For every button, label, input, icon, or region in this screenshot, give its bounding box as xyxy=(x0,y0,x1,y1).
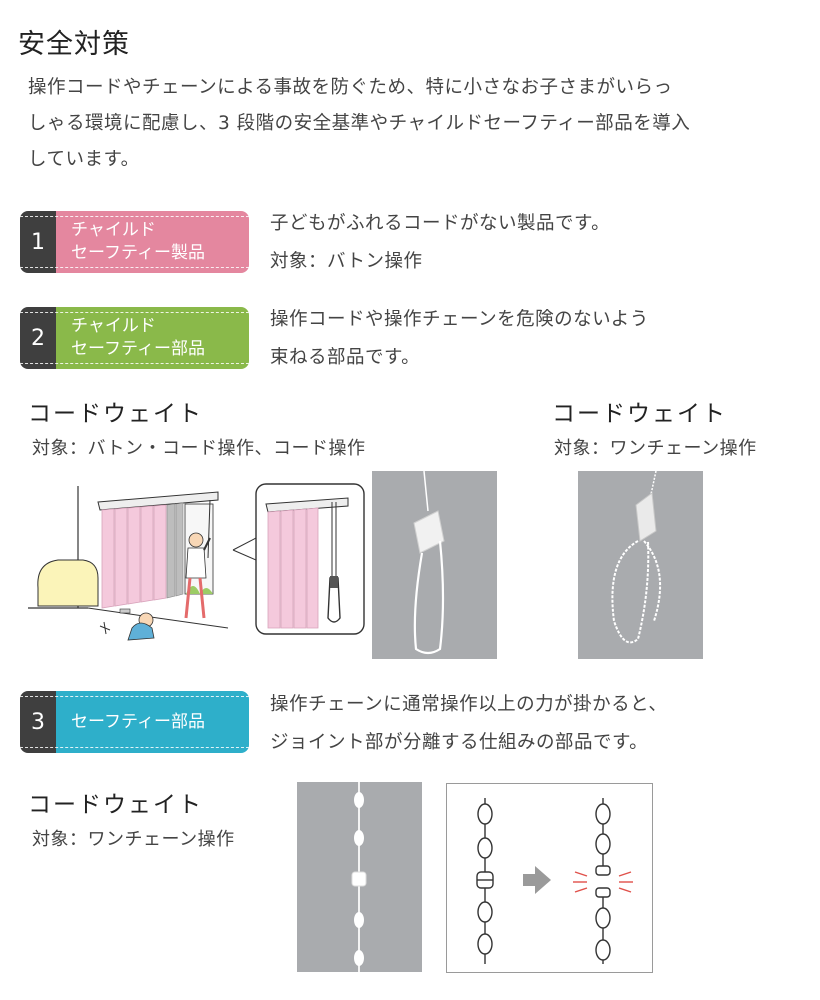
level-label-line: セーフティー部品 xyxy=(71,711,205,732)
level-label-line: セーフティー部品 xyxy=(71,339,205,359)
level-3-description: 操作チェーンに通常操作以上の力が掛かると、 ジョイント部が分離する仕組みの部品で… xyxy=(270,686,667,762)
level-label-line: チャイルド xyxy=(71,316,156,336)
level-number: 1 xyxy=(20,211,56,273)
level-number: 2 xyxy=(20,307,56,369)
level-label: チャイルド セーフティー部品 xyxy=(20,307,249,369)
cord-weight-title: コードウェイト xyxy=(28,792,203,818)
level-3-badge: 3 セーフティー部品 xyxy=(20,691,249,753)
description-line: 子どもがふれるコードがない製品です。 xyxy=(270,213,611,234)
bead-chain-photo xyxy=(297,782,422,972)
chain-weight-photo xyxy=(578,471,703,659)
cord-weight-title: コードウェイト xyxy=(552,401,727,427)
level-label: チャイルド セーフティー製品 xyxy=(20,211,249,273)
level-1-description: 子どもがふれるコードがない製品です。 対象：バトン操作 xyxy=(270,205,610,281)
chain-joint-diagram xyxy=(446,783,653,973)
cord-weight-target: 対象：ワンチェーン操作 xyxy=(32,829,235,850)
description-line: 束ねる部品です。 xyxy=(270,347,421,368)
cord-weight-photo xyxy=(372,471,497,659)
level-1-badge: 1 チャイルド セーフティー製品 xyxy=(20,211,249,273)
room-illustration xyxy=(28,483,365,641)
description-line: ジョイント部が分離する仕組みの部品です。 xyxy=(270,732,649,753)
intro-line: 操作コードやチェーンによる事故を防ぐため、特に小さなお子さまがいらっ xyxy=(28,77,673,98)
description-line: 操作チェーンに通常操作以上の力が掛かると、 xyxy=(270,694,668,715)
intro-line: しゃる環境に配慮し、3 段階の安全基準やチャイルドセーフティー部品を導入 xyxy=(28,113,691,134)
intro-text: 操作コードやチェーンによる事故を防ぐため、特に小さなお子さまがいらっ しゃる環境… xyxy=(28,70,798,178)
intro-line: しています。 xyxy=(28,149,140,170)
description-line: 操作コードや操作チェーンを危険のないよう xyxy=(270,309,649,330)
cord-weight-title: コードウェイト xyxy=(28,401,203,427)
level-number: 3 xyxy=(20,691,56,753)
arrow-right-icon xyxy=(523,866,551,894)
page-title: 安全対策 xyxy=(18,29,130,60)
level-2-description: 操作コードや操作チェーンを危険のないよう 束ねる部品です。 xyxy=(270,301,649,377)
cord-weight-target: 対象：バトン・コード操作、コード操作 xyxy=(32,438,366,459)
description-line: 対象：バトン操作 xyxy=(270,251,423,272)
level-2-badge: 2 チャイルド セーフティー部品 xyxy=(20,307,249,369)
cord-weight-target: 対象：ワンチェーン操作 xyxy=(554,438,757,459)
level-label-line: チャイルド xyxy=(71,220,156,240)
level-label-line: セーフティー製品 xyxy=(71,243,205,263)
level-label: セーフティー部品 xyxy=(20,691,249,753)
